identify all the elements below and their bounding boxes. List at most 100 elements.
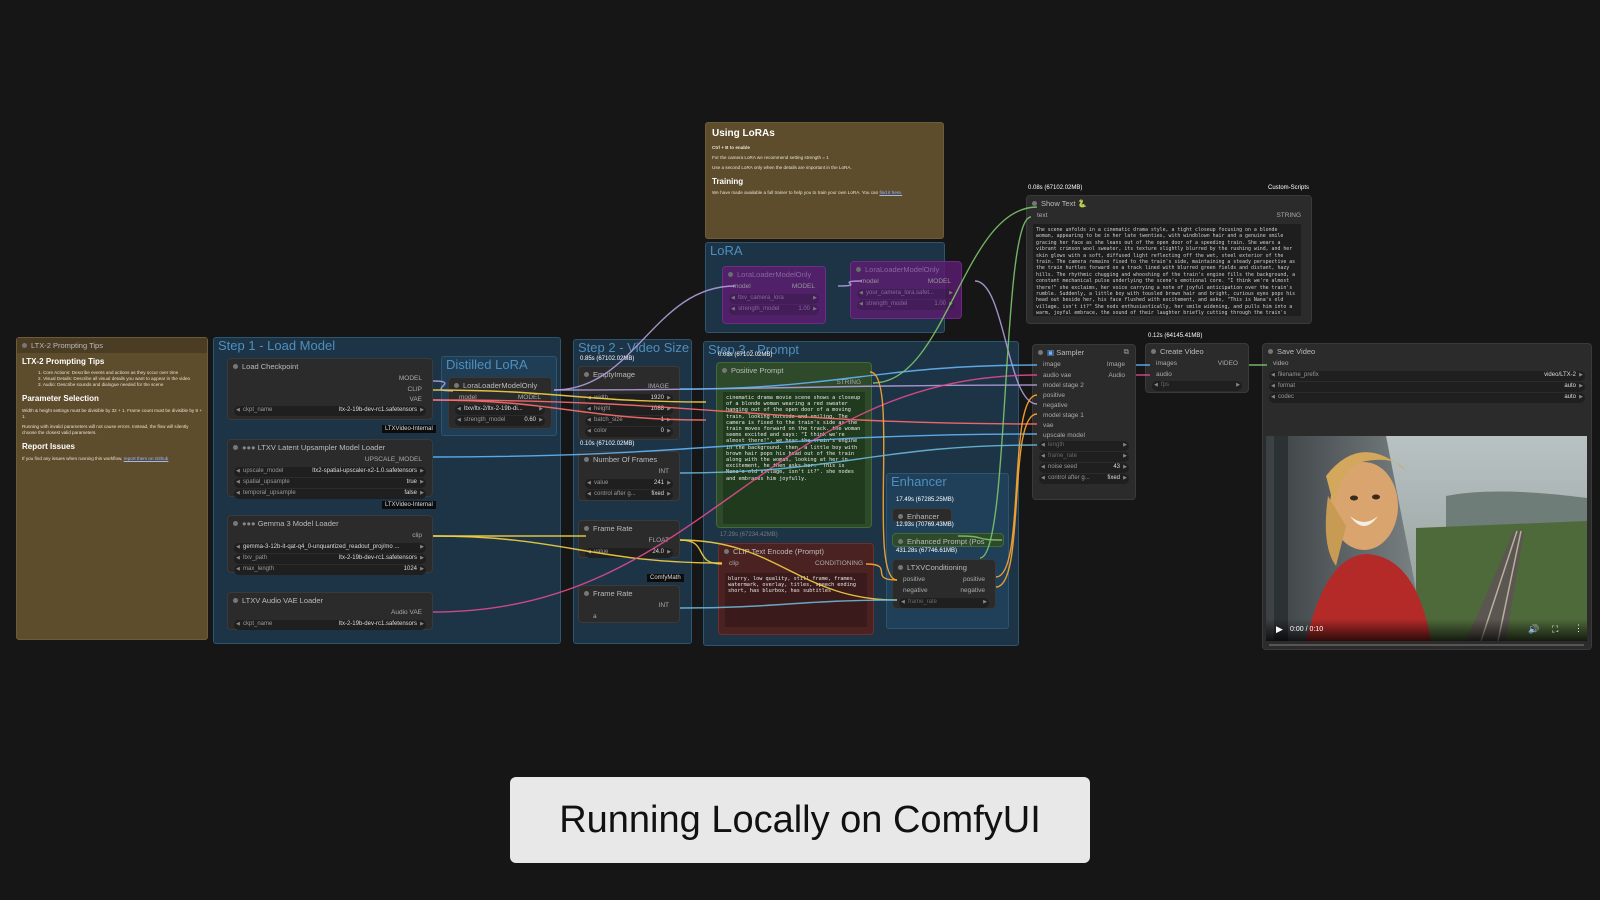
show-text-output[interactable]: The scene unfolds in a cinematic drama s… xyxy=(1033,224,1301,316)
negative-prompt-textarea[interactable]: blurry, low quality, still frame, frames… xyxy=(725,573,867,627)
training-link[interactable]: find it here. xyxy=(879,190,903,195)
lora-name-widget[interactable]: your_camera_lora.safet... xyxy=(857,289,955,299)
widget-label: upscale_model xyxy=(243,468,284,474)
using-loras-note[interactable]: Using LoRAs Ctrl + B to enable For the c… xyxy=(705,122,944,239)
comfymath-badge: ComfyMath xyxy=(647,574,684,582)
node-title[interactable]: Frame Rate xyxy=(579,521,679,536)
widget-label: value xyxy=(594,480,609,486)
node-title[interactable]: Create Video xyxy=(1146,344,1248,359)
positive-prompt-node[interactable]: Positive Prompt STRING cinematic drama m… xyxy=(716,362,872,528)
node-title[interactable]: EmptyImage xyxy=(579,367,679,382)
node-title[interactable]: LTXVConditioning xyxy=(893,560,995,575)
node-title[interactable]: Number Of Frames xyxy=(579,452,679,467)
frame-rate-widget[interactable]: frame_rate xyxy=(1039,452,1129,462)
widget-label: frame_rate xyxy=(908,599,938,605)
widget-value: true xyxy=(406,479,417,485)
tips-title: LTX-2 Prompting Tips xyxy=(22,357,105,366)
widget-value: ltx-2-19b-dev-rc1.safetensors xyxy=(338,621,417,627)
node-title[interactable]: Positive Prompt xyxy=(717,363,871,378)
node-title[interactable]: LoraLoaderModelOnly xyxy=(851,262,961,277)
prompt-textarea[interactable]: cinematic drama movie scene shows a clos… xyxy=(723,392,865,524)
video-player[interactable]: ▶ 0:00 / 0:10 🔊 ⛶ ⋮ xyxy=(1266,436,1587,641)
video-progress-track[interactable] xyxy=(1269,644,1584,646)
play-icon[interactable]: ▶ xyxy=(1276,624,1283,634)
node-title[interactable]: ●●● Gemma 3 Model Loader xyxy=(228,516,432,531)
gemma-loader-node[interactable]: ●●● Gemma 3 Model Loader clip gemma-3-12… xyxy=(227,515,433,575)
node-title[interactable]: Frame Rate xyxy=(579,586,679,601)
output-model: MODEL xyxy=(517,394,541,401)
frame-rate-int-node[interactable]: Frame Rate INT a xyxy=(578,585,680,623)
node-title[interactable]: Load Checkpoint xyxy=(228,359,432,374)
node-title[interactable]: ▣ Sampler⧉ xyxy=(1033,345,1135,360)
input-video: video xyxy=(1273,360,1289,367)
input-positive: positive xyxy=(1043,392,1066,399)
node-title[interactable]: Show Text 🐍 xyxy=(1027,196,1311,211)
node-title[interactable]: Enhanced Prompt (Pos xyxy=(893,534,1003,549)
input-audio: audio xyxy=(1156,371,1172,378)
node-title[interactable]: LoraLoaderModelOnly xyxy=(723,267,825,282)
open-subgraph-icon[interactable]: ⧉ xyxy=(1123,347,1129,356)
upsampler-loader-node[interactable]: ●●● LTXV Latent Upsampler Model Loader U… xyxy=(227,439,433,499)
fullscreen-icon[interactable]: ⛶ xyxy=(1552,624,1559,634)
enhancer-node[interactable]: Enhancer xyxy=(892,508,952,522)
load-checkpoint-node[interactable]: Load Checkpoint MODEL CLIP VAE ckpt_name… xyxy=(227,358,433,420)
prompting-tips-note[interactable]: LTX-2 Prompting Tips LTX-2 Prompting Tip… xyxy=(16,337,208,640)
gemma-path-widget[interactable]: gemma-3-12b-it-qat-q4_0-unquantized_read… xyxy=(234,543,426,553)
fps-widget[interactable]: fps xyxy=(1152,381,1242,391)
node-title[interactable]: LoraLoaderModelOnly xyxy=(449,378,551,393)
frame-rate-widget[interactable]: frame_rate xyxy=(899,598,989,608)
output-clip: clip xyxy=(412,532,422,539)
control-widget[interactable]: control after g...fixed xyxy=(1039,474,1129,484)
lora-name-widget[interactable]: ltxv/ltx-2/ltx-2-19b-di... xyxy=(455,405,545,415)
control-widget[interactable]: control after g...fixed xyxy=(585,490,673,500)
report-link[interactable]: report them on Github xyxy=(123,456,169,461)
training-text: We have made available a full trainer to… xyxy=(712,190,879,195)
more-options-icon[interactable]: ⋮ xyxy=(1574,623,1583,633)
volume-icon[interactable]: 🔊 xyxy=(1528,624,1540,634)
save-video-node[interactable]: Save Video video filename_prefixvideo/LT… xyxy=(1262,343,1592,650)
node-title[interactable]: ●●● LTXV Latent Upsampler Model Loader xyxy=(228,440,432,455)
node-title[interactable]: Save Video xyxy=(1263,344,1591,359)
audio-vae-loader-node[interactable]: LTXV Audio VAE Loader Audio VAE ckpt_nam… xyxy=(227,592,433,630)
enhanced-prompt-node[interactable]: Enhanced Prompt (Pos xyxy=(892,533,1004,547)
widget-value: ltx2-spatial-upscaler-x2-1.0.safetensors xyxy=(312,468,417,474)
node-title[interactable]: LTXV Audio VAE Loader xyxy=(228,593,432,608)
length-widget[interactable]: length xyxy=(1039,441,1129,451)
node-title[interactable]: CLIP Text Encode (Prompt) xyxy=(719,544,873,559)
training-title: Training xyxy=(712,177,744,186)
lora-name-widget[interactable]: ltxv_camera_lora xyxy=(729,294,819,304)
input-model: model xyxy=(861,278,879,285)
upscale-model-widget[interactable]: upscale_model ltx2-spatial-upscaler-x2-1.… xyxy=(234,467,426,477)
